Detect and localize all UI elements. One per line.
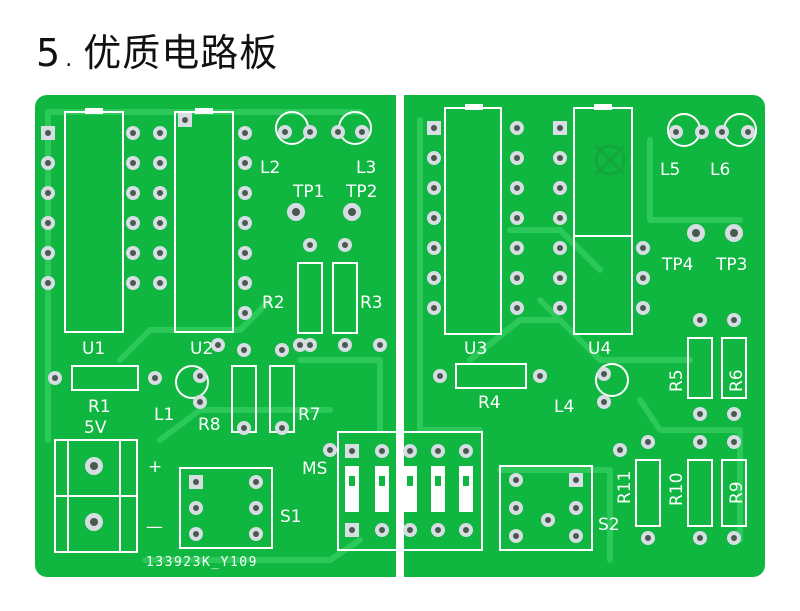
resistor-r11 [635, 435, 661, 545]
label-u4: U4 [588, 339, 611, 359]
fiducial-mark [594, 144, 626, 176]
dip-switch-ms [337, 431, 483, 551]
board-split-line [396, 95, 404, 577]
heading-separator: . [65, 47, 74, 72]
switch-s2 [499, 465, 593, 551]
resistor-r3 [332, 238, 358, 352]
label-ms: MS [302, 459, 327, 479]
resistor-r1 [48, 365, 162, 391]
label-r10: R10 [667, 473, 687, 506]
heading-text: 优质电路板 [83, 31, 279, 75]
label-board-code: 133923K_Y109 [146, 555, 258, 570]
resistor-r10 [687, 435, 713, 545]
power-terminal-block [54, 439, 138, 553]
label-minus: — [146, 517, 163, 537]
label-l3: L3 [356, 158, 376, 178]
chip-u2-footprint [174, 108, 252, 333]
label-r2: R2 [262, 293, 285, 313]
label-s2: S2 [598, 515, 620, 535]
label-tp3: TP3 [715, 255, 747, 275]
label-r11: R11 [615, 471, 635, 504]
label-l5: L5 [660, 160, 680, 180]
label-tp1: TP1 [292, 182, 324, 202]
resistor-r8 [231, 343, 257, 435]
label-l4: L4 [554, 397, 574, 417]
label-r4: R4 [478, 393, 501, 413]
resistor-r7 [269, 343, 295, 435]
label-r9: R9 [727, 481, 747, 504]
label-u2: U2 [190, 339, 213, 359]
switch-s1 [179, 467, 273, 549]
label-u3: U3 [464, 339, 487, 359]
label-s1: S1 [280, 507, 302, 527]
label-tp4: TP4 [661, 255, 693, 275]
inductor-l4 [595, 363, 629, 409]
label-tp2: TP2 [345, 182, 377, 202]
label-r3: R3 [360, 293, 383, 313]
label-l2: L2 [260, 158, 280, 178]
label-r7: R7 [298, 405, 321, 425]
label-l6: L6 [710, 160, 730, 180]
label-r6: R6 [727, 369, 747, 392]
chip-u1-footprint [41, 108, 167, 333]
inductor-l1 [175, 365, 209, 409]
label-r5: R5 [667, 369, 687, 392]
resistor-r5 [687, 313, 713, 421]
heading-number: 5 [36, 31, 62, 75]
resistor-r6 [721, 313, 747, 421]
label-power: 5V [84, 418, 107, 438]
inductor-l2 [275, 111, 317, 145]
chip-u4-footprint [553, 104, 650, 335]
inductor-l5 [667, 113, 709, 147]
inductor-l3 [331, 111, 372, 145]
label-l1: L1 [154, 405, 174, 425]
label-u1: U1 [82, 339, 105, 359]
chip-u3-footprint [427, 104, 524, 335]
copper-traces [45, 109, 743, 563]
resistor-r4 [433, 363, 547, 389]
page-heading: 5. 优质电路板 [36, 22, 278, 77]
label-r1: R1 [88, 397, 111, 417]
inductor-l6 [715, 113, 757, 147]
label-r8: R8 [198, 415, 221, 435]
resistor-r2 [297, 238, 323, 352]
label-plus: + [148, 457, 162, 477]
resistor-r9 [721, 435, 747, 545]
